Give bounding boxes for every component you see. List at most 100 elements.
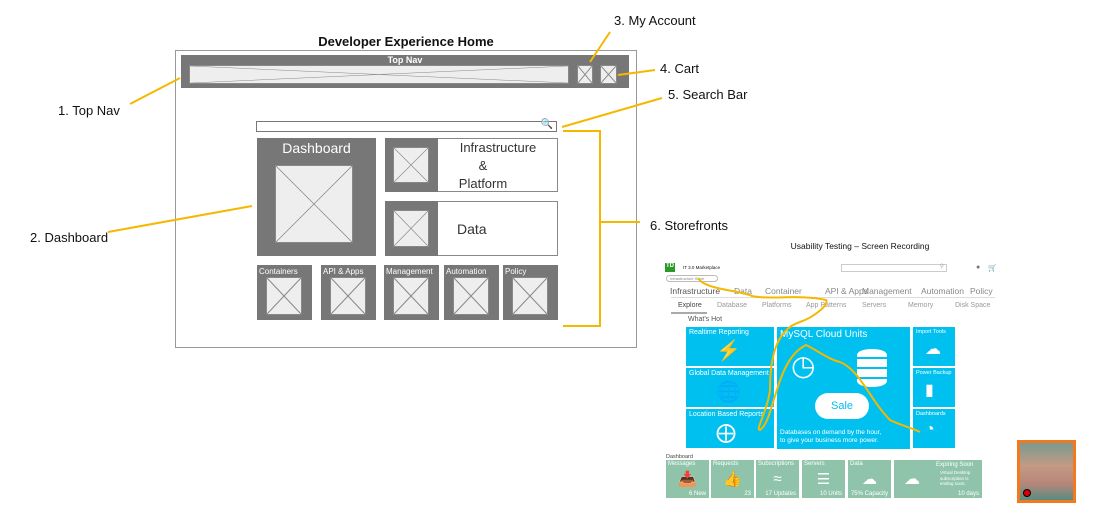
small-tile-label: Automation [446, 267, 487, 276]
small-tile-label: API & Apps [323, 267, 364, 276]
expiring-line-3: ending soon. [940, 481, 966, 486]
hot-tile[interactable]: Import Tools☁ [913, 327, 955, 366]
hot-tile-icon: ⚡ [716, 340, 741, 362]
dashboard-tile[interactable]: Subscriptions≈17 Updates [756, 460, 799, 498]
caption-line-2: to give your business more power. [780, 437, 879, 444]
hot-tile-icon: ☁ [925, 341, 941, 358]
recording-title: Usability Testing – Screen Recording [790, 241, 930, 251]
account-icon[interactable]: ● [976, 264, 981, 271]
hot-tile[interactable]: Realtime Reporting ⚡ [686, 327, 774, 366]
expiring-line-2: subscription is [940, 475, 969, 481]
dashboard-tile[interactable]: Messages 📥 6 New [666, 460, 709, 498]
main-tab[interactable]: Data [734, 286, 752, 296]
hot-tile-icon: 🌐 [716, 381, 741, 403]
sub-tab[interactable]: Disk Space [955, 302, 991, 309]
td-logo: TD [665, 263, 675, 272]
wireframe-frame [175, 50, 637, 348]
main-tab[interactable]: Infrastructure [670, 286, 721, 296]
small-tile-image-placeholder [393, 277, 429, 315]
small-tile-image-placeholder [453, 277, 489, 315]
small-tile-image-placeholder [266, 277, 302, 315]
expiring-value: 10 days [957, 491, 979, 497]
cart-icon[interactable]: 🛒 [988, 265, 997, 272]
wireframe-title: Developer Experience Home [318, 34, 494, 49]
dashboard-tile-title: Servers [804, 461, 825, 467]
infrastructure-store-button[interactable]: Infrastructure Store [666, 275, 718, 282]
cart-icon[interactable] [600, 65, 617, 84]
hot-tile[interactable]: Location Based Reports⨁ [686, 409, 774, 448]
tab-divider [671, 297, 995, 298]
search-bar[interactable]: 🔍 [256, 119, 557, 132]
recording-search-input[interactable]: ⚲ [841, 264, 947, 272]
sub-tab[interactable]: Platforms [762, 302, 792, 309]
my-account-icon[interactable] [577, 65, 593, 84]
dashboard-tile-icon: ☁ [862, 471, 877, 488]
hot-tile-icon: ◔ [925, 421, 935, 438]
small-tile-label: Management [386, 267, 433, 276]
sub-tab[interactable]: Database [717, 302, 747, 309]
hot-tile-title: Global Data Management [689, 370, 769, 377]
infrastructure-tile-label: Infrastructure & Platform [446, 139, 550, 193]
dashboard-tile[interactable]: Data☁75% Capacity [848, 460, 891, 498]
dashboard-tile-icon: ☰ [816, 471, 831, 488]
sub-tab[interactable]: Memory [908, 302, 934, 309]
caption-line-1: Databases on demand by the hour, [780, 429, 882, 436]
record-indicator-icon [1023, 489, 1031, 497]
brand-text: TD [666, 263, 674, 269]
small-tile-image-placeholder [512, 277, 548, 315]
clock-icon: ◷ [791, 350, 816, 381]
dashboard-section-title: Dashboard [666, 454, 693, 460]
search-icon: 🔍 [540, 119, 553, 130]
main-tab[interactable]: Automation [921, 286, 964, 296]
expiring-title: Expiring Soon [936, 462, 974, 468]
infrastructure-image-placeholder [393, 147, 429, 183]
hot-tile-title: Realtime Reporting [689, 329, 749, 336]
hot-tile[interactable]: Power Backup▮ [913, 368, 955, 407]
data-tile-label: Data [457, 221, 487, 237]
whats-hot-title: What's Hot [688, 316, 723, 323]
dashboard-tile-value: 23 [744, 491, 751, 497]
sub-tab[interactable]: Explore [678, 302, 702, 309]
dashboard-tile-label: Dashboard [282, 140, 351, 156]
annotation-top-nav: 1. Top Nav [58, 103, 120, 118]
dashboard-tile-value: 75% Capacity [850, 491, 888, 497]
expiring-line-1: Virtual Desktop [940, 470, 971, 475]
hot-tile[interactable]: Global Data Management 🌐 [686, 368, 774, 407]
dashboard-tile-value: 6 New [688, 491, 706, 497]
app-name: IT 3.0 Marketplace [683, 265, 721, 270]
small-tile-label: Policy [505, 267, 527, 276]
hot-tile[interactable]: Dashboards◔ [913, 409, 955, 448]
sub-tab[interactable]: Servers [862, 302, 887, 309]
small-tile[interactable]: Management [384, 265, 439, 320]
annotation-cart: 4. Cart [660, 61, 700, 76]
dashboard-tile-title: Messages [668, 461, 696, 467]
infra-line-3: Platform [458, 176, 508, 191]
feature-title: MySQL Cloud Units [780, 329, 868, 340]
dashboard-tile-value: 10 Units [819, 491, 842, 497]
hot-tile-icon: ⨁ [716, 422, 736, 444]
top-nav-label: Top Nav [387, 55, 423, 65]
small-tile[interactable]: API & Apps [321, 265, 376, 320]
dashboard-tile[interactable]: Servers ☰ 10 Units [802, 460, 845, 498]
small-tile-image-placeholder [330, 277, 366, 315]
data-image-placeholder [393, 210, 429, 247]
dashboard-tile[interactable]: Requests👍23 [711, 460, 754, 498]
small-tile[interactable]: Containers [257, 265, 312, 320]
sale-cloud-icon: Sale [815, 393, 869, 419]
small-tile-label: Containers [259, 267, 298, 276]
small-tile[interactable]: Policy [503, 265, 558, 320]
sub-tab[interactable]: App Patterns [806, 302, 847, 309]
feature-caption: Databases on demand by the hour,to give … [780, 429, 881, 445]
main-tab[interactable]: API & Apps [825, 286, 868, 296]
dashboard-tile-icon: ≈ [773, 470, 782, 488]
annotation-dashboard: 2. Dashboard [30, 230, 109, 245]
dashboard-tile-icon: 📥 [678, 471, 697, 488]
main-tab[interactable]: Management [862, 286, 912, 296]
small-tile[interactable]: Automation [444, 265, 499, 320]
main-tab[interactable]: Policy [970, 286, 993, 296]
top-nav-placeholder [189, 65, 569, 84]
main-tab[interactable]: Container [765, 286, 802, 296]
active-subtab-indicator [671, 312, 707, 314]
